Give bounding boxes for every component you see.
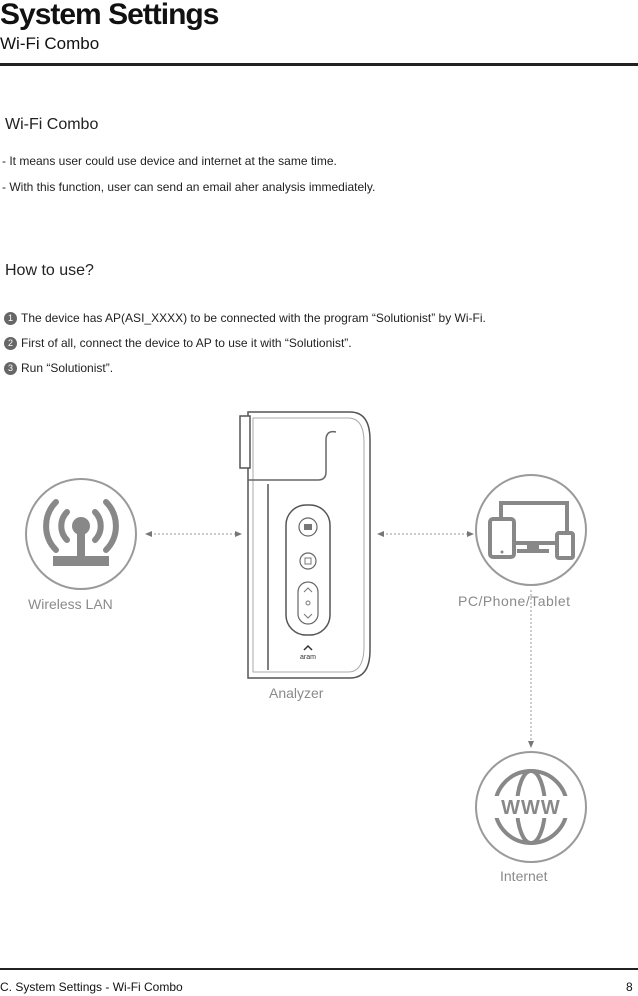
page-title: System Settings bbox=[0, 0, 219, 31]
footer-section-title: C. System Settings - Wi-Fi Combo bbox=[0, 980, 183, 994]
devices-icon bbox=[475, 474, 587, 586]
step-3-text: Run “Solutionist”. bbox=[21, 361, 114, 375]
camera-icon bbox=[304, 524, 312, 530]
step-number-1: 1 bbox=[4, 311, 17, 325]
device-logo: aram bbox=[300, 654, 316, 661]
step-number-3: 3 bbox=[4, 361, 17, 375]
antenna-icon bbox=[25, 478, 137, 590]
arrow-down-icon bbox=[528, 590, 534, 748]
page-number: 8 bbox=[626, 980, 633, 994]
wifi-combo-line-1: - It means user could use device and int… bbox=[2, 154, 337, 168]
wireless-lan-label: Wireless LAN bbox=[28, 596, 113, 612]
step-1-text: The device has AP(ASI_XXXX) to be connec… bbox=[21, 311, 486, 325]
www-text: WWW bbox=[501, 797, 561, 819]
globe-www-icon: WWW bbox=[475, 751, 587, 863]
analyzer-device: aram bbox=[239, 411, 371, 679]
step-2: 2 First of all, connect the device to AP… bbox=[4, 336, 352, 350]
analyzer-label: Analyzer bbox=[269, 685, 324, 701]
step-1: 1 The device has AP(ASI_XXXX) to be conn… bbox=[4, 311, 486, 325]
footer-divider bbox=[0, 968, 638, 970]
wifi-combo-heading: Wi-Fi Combo bbox=[5, 116, 99, 133]
header-divider bbox=[0, 63, 638, 66]
step-number-2: 2 bbox=[4, 336, 17, 350]
arrow-right-icon bbox=[377, 531, 474, 537]
pc-phone-tablet-label: PC/Phone/Tablet bbox=[458, 593, 571, 609]
internet-label: Internet bbox=[500, 868, 548, 884]
step-2-text: First of all, connect the device to AP t… bbox=[21, 336, 352, 350]
page-subtitle: Wi-Fi Combo bbox=[0, 34, 100, 53]
step-3: 3 Run “Solutionist”. bbox=[4, 361, 113, 375]
wifi-combo-line-2: - With this function, user can send an e… bbox=[2, 180, 376, 194]
arrow-left-icon bbox=[145, 531, 242, 537]
how-to-use-heading: How to use? bbox=[5, 262, 94, 279]
